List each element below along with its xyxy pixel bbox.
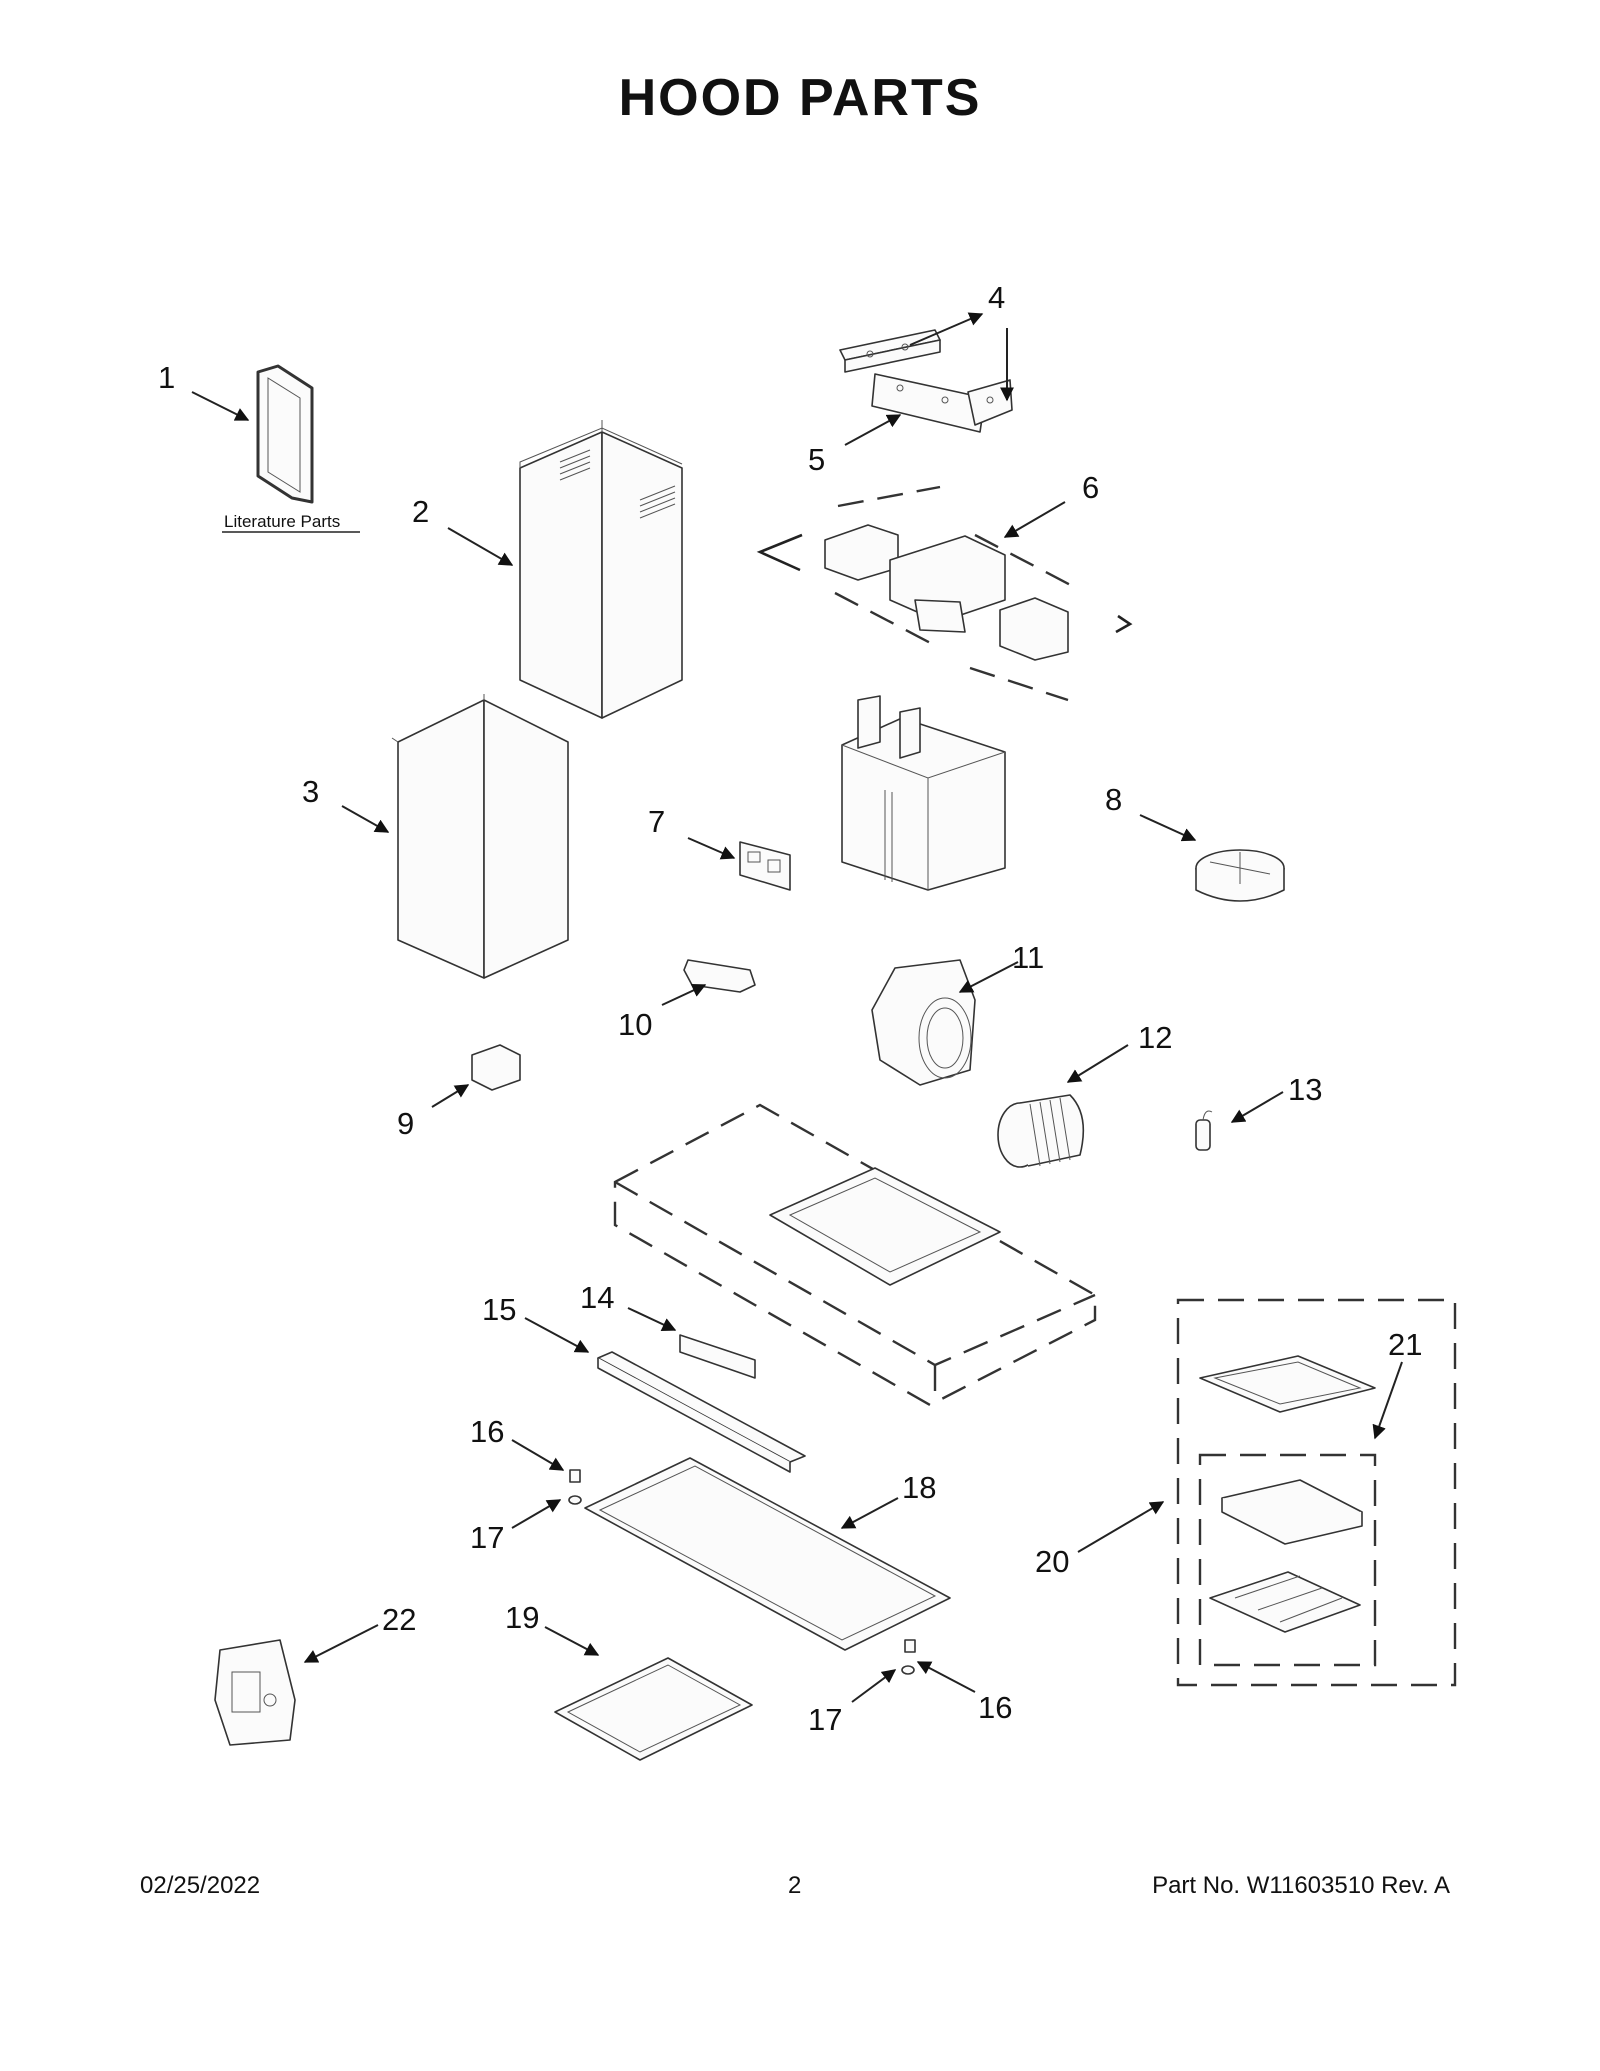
callout-13: 13 [1288,1072,1322,1107]
callout-10: 10 [618,1007,652,1042]
callout-8: 8 [1105,782,1122,817]
blower-wheel [997,1094,1085,1168]
hardware-bag [214,1639,296,1746]
callout-4: 4 [988,280,1005,315]
callout-14: 14 [580,1280,614,1315]
capacitor [1195,1110,1213,1151]
mounting-brackets [839,329,1013,433]
junction-box [471,1044,521,1091]
upper-chimney-cover [519,420,683,719]
grease-filter [554,1657,753,1761]
callout-3: 3 [302,774,319,809]
bumpers-and-screws [568,1469,916,1675]
control-switch [679,1334,756,1379]
lower-chimney-cover [391,694,569,979]
literature-booklet [256,364,314,504]
callout-17b: 17 [808,1702,842,1737]
light-housing [683,959,756,993]
literature-parts-label: Literature Parts [224,512,340,531]
callout-17: 17 [470,1520,504,1555]
duct-adapter-kit [756,485,1133,702]
control-board [739,841,791,891]
blower-housing-box [841,695,1006,891]
callout-numbers: 1 2 3 4 5 6 7 8 9 10 11 12 13 14 15 16 1… [158,280,1422,1737]
callout-16b: 16 [978,1690,1012,1725]
callout-7: 7 [648,804,665,839]
light-bar [597,1351,806,1473]
callout-19: 19 [505,1600,539,1635]
callout-1: 1 [158,360,175,395]
callout-20: 20 [1035,1544,1069,1579]
footer-page-number: 2 [788,1872,802,1899]
callout-6: 6 [1082,470,1099,505]
page-title: HOOD PARTS [618,69,982,127]
callout-arrows [191,312,1403,1703]
callout-18: 18 [902,1470,936,1505]
hood-body-outline [613,1103,1097,1407]
recirculation-kit [1176,1298,1457,1687]
blower-scroll [871,959,976,1086]
bottom-panel [584,1457,951,1651]
footer-part-number: Part No. W11603510 Rev. A [1152,1872,1450,1899]
footer-date: 02/25/2022 [140,1872,261,1899]
damper [1195,849,1285,902]
callout-9: 9 [397,1106,414,1141]
callout-21: 21 [1388,1327,1422,1362]
callout-12: 12 [1138,1020,1172,1055]
callout-15: 15 [482,1292,516,1327]
callout-16: 16 [470,1414,504,1449]
callout-2: 2 [412,494,429,529]
callout-11: 11 [1012,940,1044,975]
callout-5: 5 [808,442,825,477]
callout-22: 22 [382,1602,416,1637]
